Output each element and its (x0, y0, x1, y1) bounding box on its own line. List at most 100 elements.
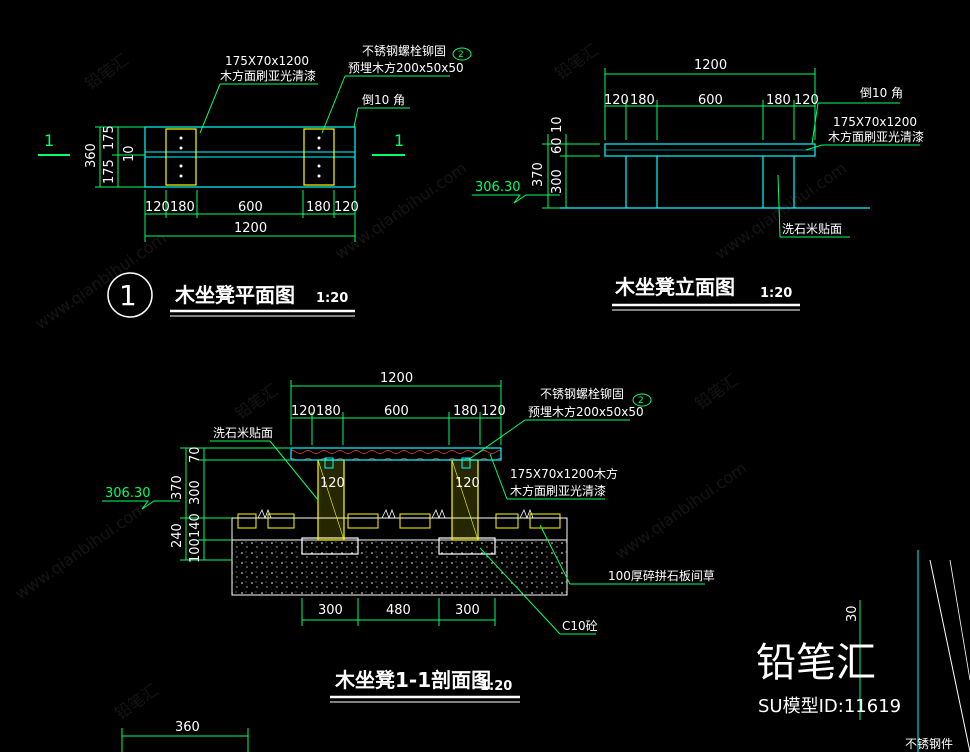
watermark-logo: 铅笔汇 (691, 370, 741, 413)
model-id: SU模型ID:11619 (758, 696, 901, 717)
drawing-index-circle (107, 272, 153, 318)
watermark-logo: 铅笔汇 (111, 680, 161, 723)
note-board-size: 175X70x1200木方 (510, 466, 618, 481)
dim-label: 70 (188, 446, 203, 463)
section-view: 120 120 1200 120 180 600 180 120 (102, 371, 715, 703)
leader-line (467, 419, 526, 461)
elevation-legs (560, 156, 870, 209)
dim-label: 180 (170, 200, 195, 215)
section-mark-label-left: 1 (44, 131, 54, 150)
dim-label: 120 (604, 93, 629, 108)
watermark-logo: 铅笔汇 (231, 380, 281, 423)
level-marker: 306.30 (475, 180, 521, 195)
dim-label: 300 (188, 480, 203, 505)
dim-label: 120 (291, 404, 316, 419)
concrete-footing-right (438, 537, 496, 555)
dim-label: 1200 (694, 58, 727, 73)
note-bolt: 不锈钢螺栓铆固 (362, 43, 446, 58)
dim-label: 10 (550, 116, 565, 133)
detail-bubble-label: 2 (458, 50, 464, 60)
dim-label: 600 (384, 404, 409, 419)
section-scale: 1:20 (480, 679, 512, 694)
plan-title: 木坐凳平面图 (174, 283, 295, 307)
dim-label: 180 (766, 93, 791, 108)
section-title: 木坐凳1-1剖面图 (334, 668, 491, 692)
dim-label: 180 (316, 404, 341, 419)
leader-line (269, 440, 319, 501)
note-board-finish: 木方面刷亚光清漆 (510, 483, 606, 498)
dim-label: 120 (320, 476, 345, 491)
dim-label: 180 (630, 93, 655, 108)
concrete-footing-left (301, 537, 359, 555)
dim-label: 120 (334, 200, 359, 215)
dim-label: 175 (102, 159, 117, 184)
dim-label: 600 (238, 200, 263, 215)
note-terrazzo: 洗石米贴面 (213, 426, 273, 440)
leader-line (539, 524, 571, 585)
leader-line (479, 547, 561, 635)
plan-scale: 1:20 (316, 291, 348, 306)
leader-line (489, 453, 508, 500)
elevation-view: 1200 120 180 600 180 120 370 10 60 300 3… (472, 58, 924, 311)
dim-label: 10 (122, 145, 137, 162)
note-board-finish: 木方面刷亚光清漆 (828, 129, 924, 144)
dim-label: 300 (550, 169, 565, 194)
level-symbol (472, 194, 560, 204)
dim-label: 1200 (234, 221, 267, 236)
dim-label: 370 (531, 162, 546, 187)
plan-leg-right (303, 128, 335, 186)
note-paving: 100厚碎拼石板间草 (608, 568, 715, 583)
elevation-top-dims (604, 68, 816, 140)
dim-label: 120 (481, 404, 506, 419)
leader-line (321, 75, 346, 134)
note-chamfer: 倒10 角 (860, 86, 903, 100)
partial-drawing-bottom-left: 360 (121, 720, 249, 752)
dim-label: 360 (175, 720, 200, 735)
note-chamfer: 倒10 角 (362, 93, 405, 107)
dim-label: 1200 (380, 371, 413, 386)
watermark-url: www.qianbihui.com (611, 458, 750, 563)
drawing-index: 1 (119, 279, 137, 312)
section-mark-label-right: 1 (394, 131, 404, 150)
detail-bubble (452, 47, 472, 61)
leader-line (199, 83, 221, 134)
detail-bubble (632, 393, 652, 407)
dim-label: 140 (188, 513, 203, 538)
plan-view: 1 1 360 175 175 10 120 180 600 180 (38, 43, 472, 318)
section-bottom-dims (301, 598, 496, 626)
dim-label: 100 (188, 538, 203, 563)
dim-label: 480 (386, 603, 411, 618)
dim-label: 30 (845, 605, 860, 622)
dim-label: 120 (145, 200, 170, 215)
dim-label: 240 (170, 523, 185, 548)
dim-label: 120 (455, 476, 480, 491)
grass-joints (257, 508, 534, 520)
dim-label: 300 (318, 603, 343, 618)
leader-line (811, 102, 819, 145)
plan-leg-left (165, 128, 197, 186)
level-marker: 306.30 (105, 486, 151, 501)
dim-label: 360 (84, 143, 99, 168)
plan-horizontal-dims (144, 190, 356, 242)
dim-label: 180 (453, 404, 478, 419)
dim-label: 175 (102, 125, 117, 150)
plan-bolts (179, 136, 321, 178)
dim-label: 370 (170, 475, 185, 500)
section-top-dims (290, 380, 502, 445)
level-symbol (102, 500, 180, 510)
leader-line (353, 107, 359, 128)
watermark-url: www.qianbihui.com (31, 228, 170, 333)
note-concrete: C10砼 (562, 619, 598, 633)
note-board-finish: 木方面刷亚光清漆 (220, 68, 316, 83)
dim-label: 60 (550, 137, 565, 154)
note-board-size: 175X70x1200 (225, 54, 309, 68)
detail-bubble-label: 2 (638, 396, 644, 406)
brand-watermark: 铅笔汇 (756, 640, 876, 686)
note-board-size: 175X70x1200 (833, 115, 917, 129)
note-embedded-block: 预埋木方200x50x50 (348, 60, 464, 75)
dim-label: 600 (698, 93, 723, 108)
watermark-url: www.qianbihui.com (11, 498, 150, 603)
section-seat (290, 447, 502, 461)
dim-label: 120 (794, 93, 819, 108)
